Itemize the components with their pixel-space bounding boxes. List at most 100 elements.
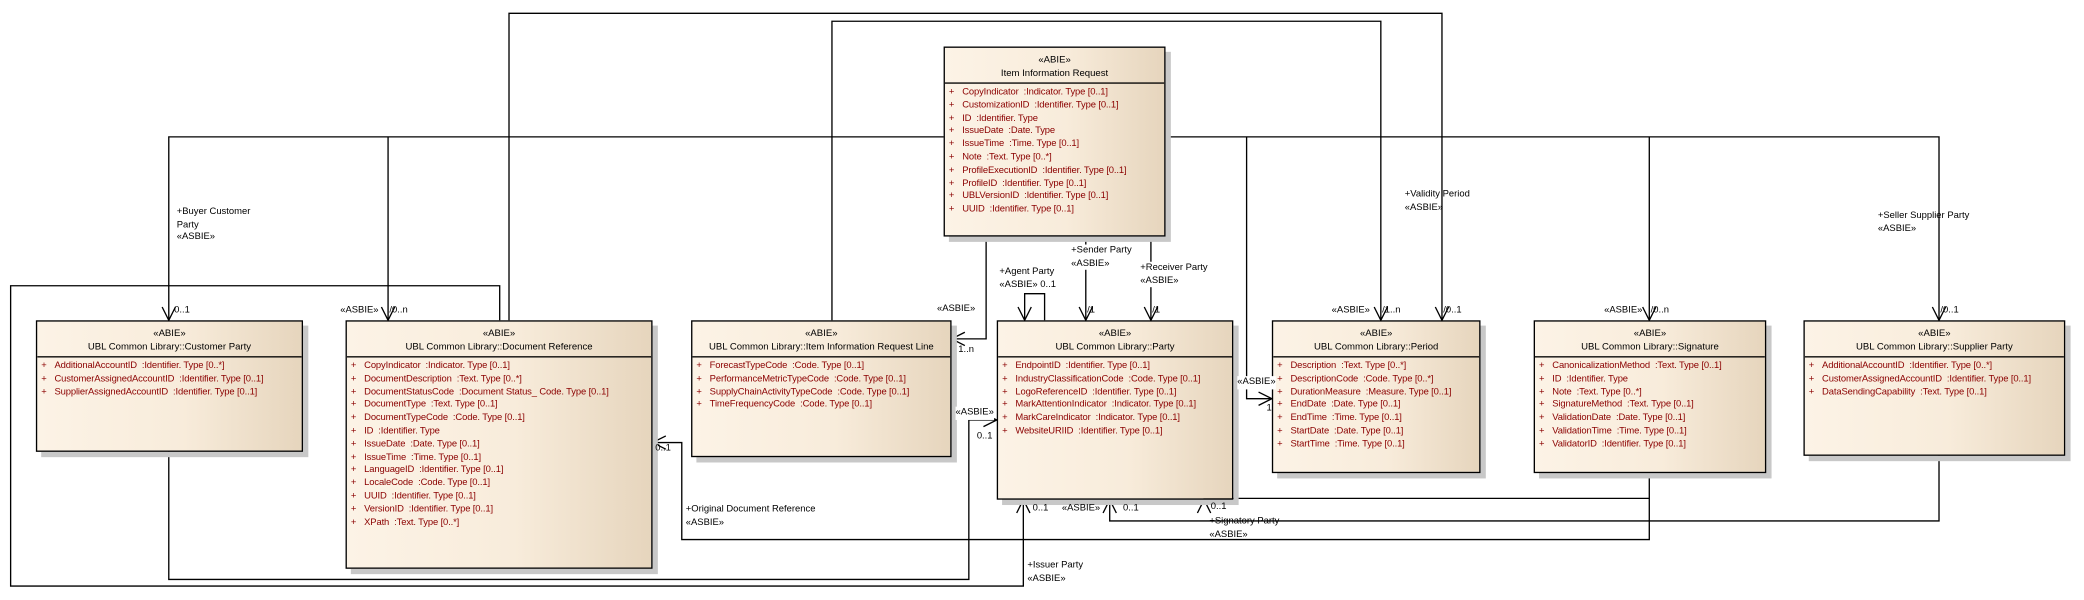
- class-item-information-request-line[interactable]: «ABIE»UBL Common Library::Item Informati…: [691, 320, 952, 458]
- connector-agent-loop: [1023, 293, 1046, 321]
- stereotype: «ABIE»: [482, 326, 516, 339]
- label-original-document-reference: +Original Document Reference «ASBIE»: [685, 503, 816, 528]
- arrow-icon: [380, 306, 396, 322]
- attribute-row[interactable]: +SupplyChainActivityTypeCode :Code. Type…: [696, 386, 950, 399]
- attribute-text: XPath :Text. Type [0..*]: [364, 516, 460, 528]
- attribute-row[interactable]: +SupplierAssignedAccountID :Identifier. …: [41, 386, 301, 399]
- connector-party-period: [1245, 136, 1272, 400]
- class-name: UBL Common Library::Document Reference: [405, 340, 593, 353]
- attribute-row[interactable]: +LogoReferenceID :Identifier. Type [0..1…: [1002, 386, 1232, 399]
- attribute-row[interactable]: +UUID :Identifier. Type [0..1]: [351, 490, 651, 503]
- attribute-row[interactable]: +ProfileID :Identifier. Type [0..1]: [949, 178, 1164, 191]
- attribute-text: Note :Text. Type [0..*]: [962, 151, 1052, 163]
- attribute-row[interactable]: +DocumentDescription :Text. Type [0..*]: [351, 373, 651, 386]
- mult-period-1n: /1..n: [1382, 304, 1401, 315]
- attribute-text: StartDate :Date. Type [0..1]: [1290, 425, 1404, 436]
- attribute-row[interactable]: +ForecastTypeCode :Code. Type [0..1]: [696, 360, 950, 373]
- attribute-row[interactable]: + ID :Identifier. Type: [1539, 373, 1765, 386]
- public-visibility-icon: +: [696, 386, 702, 397]
- public-visibility-icon: +: [350, 516, 357, 528]
- public-visibility-icon: +: [350, 451, 357, 462]
- attribute-row[interactable]: +ValidatorID :Identifier. Type [0..1]: [1539, 438, 1765, 451]
- attribute-row[interactable]: +MarkCareIndicator :Indicator. Type [0..…: [1002, 412, 1232, 425]
- public-visibility-icon: +: [1538, 373, 1545, 384]
- public-visibility-icon: +: [948, 99, 955, 111]
- attribute-row[interactable]: +IssueDate :Date. Type [0..1]: [351, 438, 651, 451]
- attribute-row[interactable]: +SignatureMethod :Text. Type [0..1]: [1539, 399, 1765, 412]
- class-item-information-request[interactable]: «ABIE»Item Information Request +CopyIndi…: [943, 46, 1166, 237]
- attribute-row[interactable]: +EndDate :Date. Type [0..1]: [1277, 399, 1479, 412]
- attribute-row[interactable]: +Note :Text. Type [0..*]: [1539, 386, 1765, 399]
- attribute-row[interactable]: +CustomizationID :Identifier. Type [0..1…: [949, 99, 1164, 112]
- connector-top-loop-a: [508, 12, 1443, 321]
- public-visibility-icon: +: [1277, 373, 1283, 384]
- attribute-row[interactable]: +Note :Text. Type [0..*]: [949, 151, 1164, 164]
- class-document-reference[interactable]: «ABIE»UBL Common Library::Document Refer…: [345, 320, 653, 569]
- attribute-text: ID :Identifier. Type: [1552, 373, 1628, 384]
- attribute-row[interactable]: +LanguageID :Identifier. Type [0..1]: [351, 464, 651, 477]
- public-visibility-icon: +: [1538, 425, 1545, 436]
- attribute-text: VersionID :Identifier. Type [0..1]: [364, 503, 493, 515]
- attribute-row[interactable]: +ID :Identifier. Type: [351, 425, 651, 438]
- stereotype: «ABIE»: [1038, 53, 1071, 66]
- attribute-row[interactable]: +DataSendingCapability :Text. Type [0..1…: [1809, 386, 2064, 399]
- attribute-row[interactable]: +CanonicalizationMethod :Text. Type [0..…: [1539, 360, 1765, 373]
- attribute-row[interactable]: +IssueTime :Time. Type [0..1]: [351, 451, 651, 464]
- public-visibility-icon: +: [948, 203, 955, 215]
- attribute-row[interactable]: + XPath :Text. Type [0..*]: [351, 516, 651, 529]
- attribute-row[interactable]: +StartTime :Time. Type [0..1]: [1277, 438, 1479, 451]
- attribute-text: ValidationTime :Time. Type [0..1]: [1552, 425, 1687, 436]
- attribute-row[interactable]: +ProfileExecutionID :Identifier. Type [0…: [949, 165, 1164, 178]
- attribute-row[interactable]: +ID :Identifier. Type: [949, 112, 1164, 125]
- attribute-row[interactable]: + ValidationTime :Time. Type [0..1]: [1539, 425, 1765, 438]
- attribute-row[interactable]: +WebsiteURIID :Identifier. Type [0..1]: [1002, 425, 1232, 438]
- attribute-row[interactable]: +DescriptionCode :Code. Type [0..*]: [1277, 373, 1479, 386]
- attribute-row[interactable]: +IssueDate :Date. Type: [949, 125, 1164, 138]
- attribute-row[interactable]: +MarkAttentionIndicator :Indicator. Type…: [1002, 399, 1232, 412]
- class-signature[interactable]: «ABIE»UBL Common Library::Signature +Can…: [1533, 320, 1767, 474]
- connector-signatory-party: [1203, 497, 1650, 500]
- attribute-row[interactable]: +CopyIndicator :Indicator. Type [0..1]: [351, 360, 651, 373]
- attribute-row[interactable]: +DocumentType :Text. Type [0..1]: [351, 399, 651, 412]
- attribute-row[interactable]: +Description :Text. Type [0..*]: [1277, 360, 1479, 373]
- attribute-row[interactable]: +DurationMeasure :Measure. Type [0..1]: [1277, 386, 1479, 399]
- class-period[interactable]: «ABIE»UBL Common Library::Period +Descri…: [1271, 320, 1481, 474]
- attribute-row[interactable]: +CustomerAssignedAccountID :Identifier. …: [41, 373, 301, 386]
- attribute-text: PerformanceMetricTypeCode :Code. Type [0…: [709, 373, 906, 384]
- attribute-row[interactable]: +AdditionalAccountID :Identifier. Type […: [41, 360, 301, 373]
- arrow-icon: [1196, 498, 1212, 514]
- attribute-row[interactable]: +CustomerAssignedAccountID :Identifier. …: [1809, 373, 2064, 386]
- attribute-text: ID :Identifier. Type: [962, 112, 1038, 124]
- attribute-text: ProfileID :Identifier. Type [0..1]: [962, 177, 1087, 189]
- attribute-row[interactable]: +UBLVersionID :Identifier. Type [0..1]: [949, 191, 1164, 204]
- attribute-row[interactable]: +LocaleCode :Code. Type [0..1]: [351, 477, 651, 490]
- attribute-row[interactable]: +IssueTime :Time. Type [0..1]: [949, 138, 1164, 151]
- attribute-row[interactable]: +VersionID :Identifier. Type [0..1]: [351, 503, 651, 516]
- mult-supplier: /0..1: [1940, 304, 1959, 315]
- attribute-row[interactable]: +CopyIndicator :Indicator. Type [0..1]: [949, 86, 1164, 99]
- public-visibility-icon: +: [1277, 438, 1283, 449]
- stereotype: «ABIE»: [1098, 326, 1132, 339]
- attribute-row[interactable]: +UUID :Identifier. Type [0..1]: [949, 204, 1164, 217]
- attribute-row[interactable]: +PerformanceMetricTypeCode :Code. Type […: [696, 373, 950, 386]
- attribute-row[interactable]: +ValidationDate :Date. Type [0..1]: [1539, 412, 1765, 425]
- class-name: Item Information Request: [1000, 66, 1109, 79]
- class-party[interactable]: «ABIE»UBL Common Library::Party +Endpoin…: [996, 320, 1234, 500]
- class-customer-party[interactable]: «ABIE»UBL Common Library::Customer Party…: [35, 320, 304, 452]
- attribute-row[interactable]: +StartDate :Date. Type [0..1]: [1277, 425, 1479, 438]
- attribute-row[interactable]: +DocumentTypeCode :Code. Type [0..1]: [351, 412, 651, 425]
- label-buyer-customer-party: +Buyer Customer Party «ASBIE»: [176, 205, 251, 243]
- class-name: UBL Common Library::Supplier Party: [1855, 340, 2013, 353]
- attribute-row[interactable]: +IndustryClassificationCode :Code. Type …: [1002, 373, 1232, 386]
- attribute-row[interactable]: +EndpointID :Identifier. Type [0..1]: [1002, 360, 1232, 373]
- class-supplier-party[interactable]: «ABIE»UBL Common Library::Supplier Party…: [1803, 320, 2066, 456]
- public-visibility-icon: +: [1538, 438, 1545, 449]
- attribute-row[interactable]: +EndTime :Time. Type [0..1]: [1277, 412, 1479, 425]
- attribute-row[interactable]: +DocumentStatusCode :Document Status_ Co…: [351, 386, 651, 399]
- connector-top-loop-b: [831, 20, 1382, 321]
- public-visibility-icon: +: [696, 360, 702, 371]
- attribute-row[interactable]: +AdditionalAccountID :Identifier. Type […: [1809, 360, 2064, 373]
- attribute-text: DocumentDescription :Text. Type [0..*]: [364, 373, 522, 384]
- public-visibility-icon: +: [350, 464, 357, 475]
- attribute-row[interactable]: +TimeFrequencyCode :Code. Type [0..1]: [696, 399, 950, 412]
